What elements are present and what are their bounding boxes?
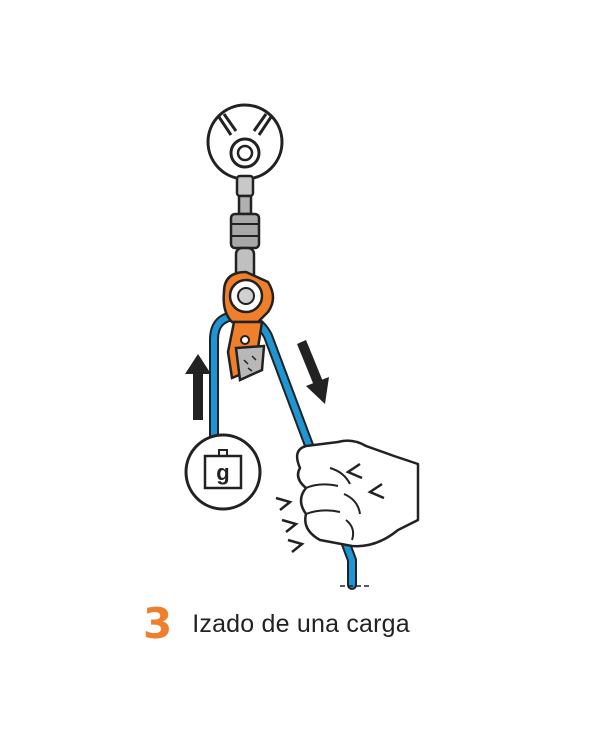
pulley-device-icon	[222, 270, 275, 382]
anchor-icon	[206, 103, 284, 181]
step-number: 3	[143, 599, 173, 648]
hand-icon	[275, 439, 420, 553]
carabiner-icon	[229, 174, 261, 294]
step-label: Izado de una carga	[192, 609, 410, 638]
arrow-up-icon	[185, 354, 211, 420]
step-caption: 3 Izado de una carga	[143, 600, 410, 648]
load-weight-icon	[184, 433, 262, 511]
arrow-down-icon	[297, 340, 329, 404]
load-letter: g	[216, 460, 229, 485]
